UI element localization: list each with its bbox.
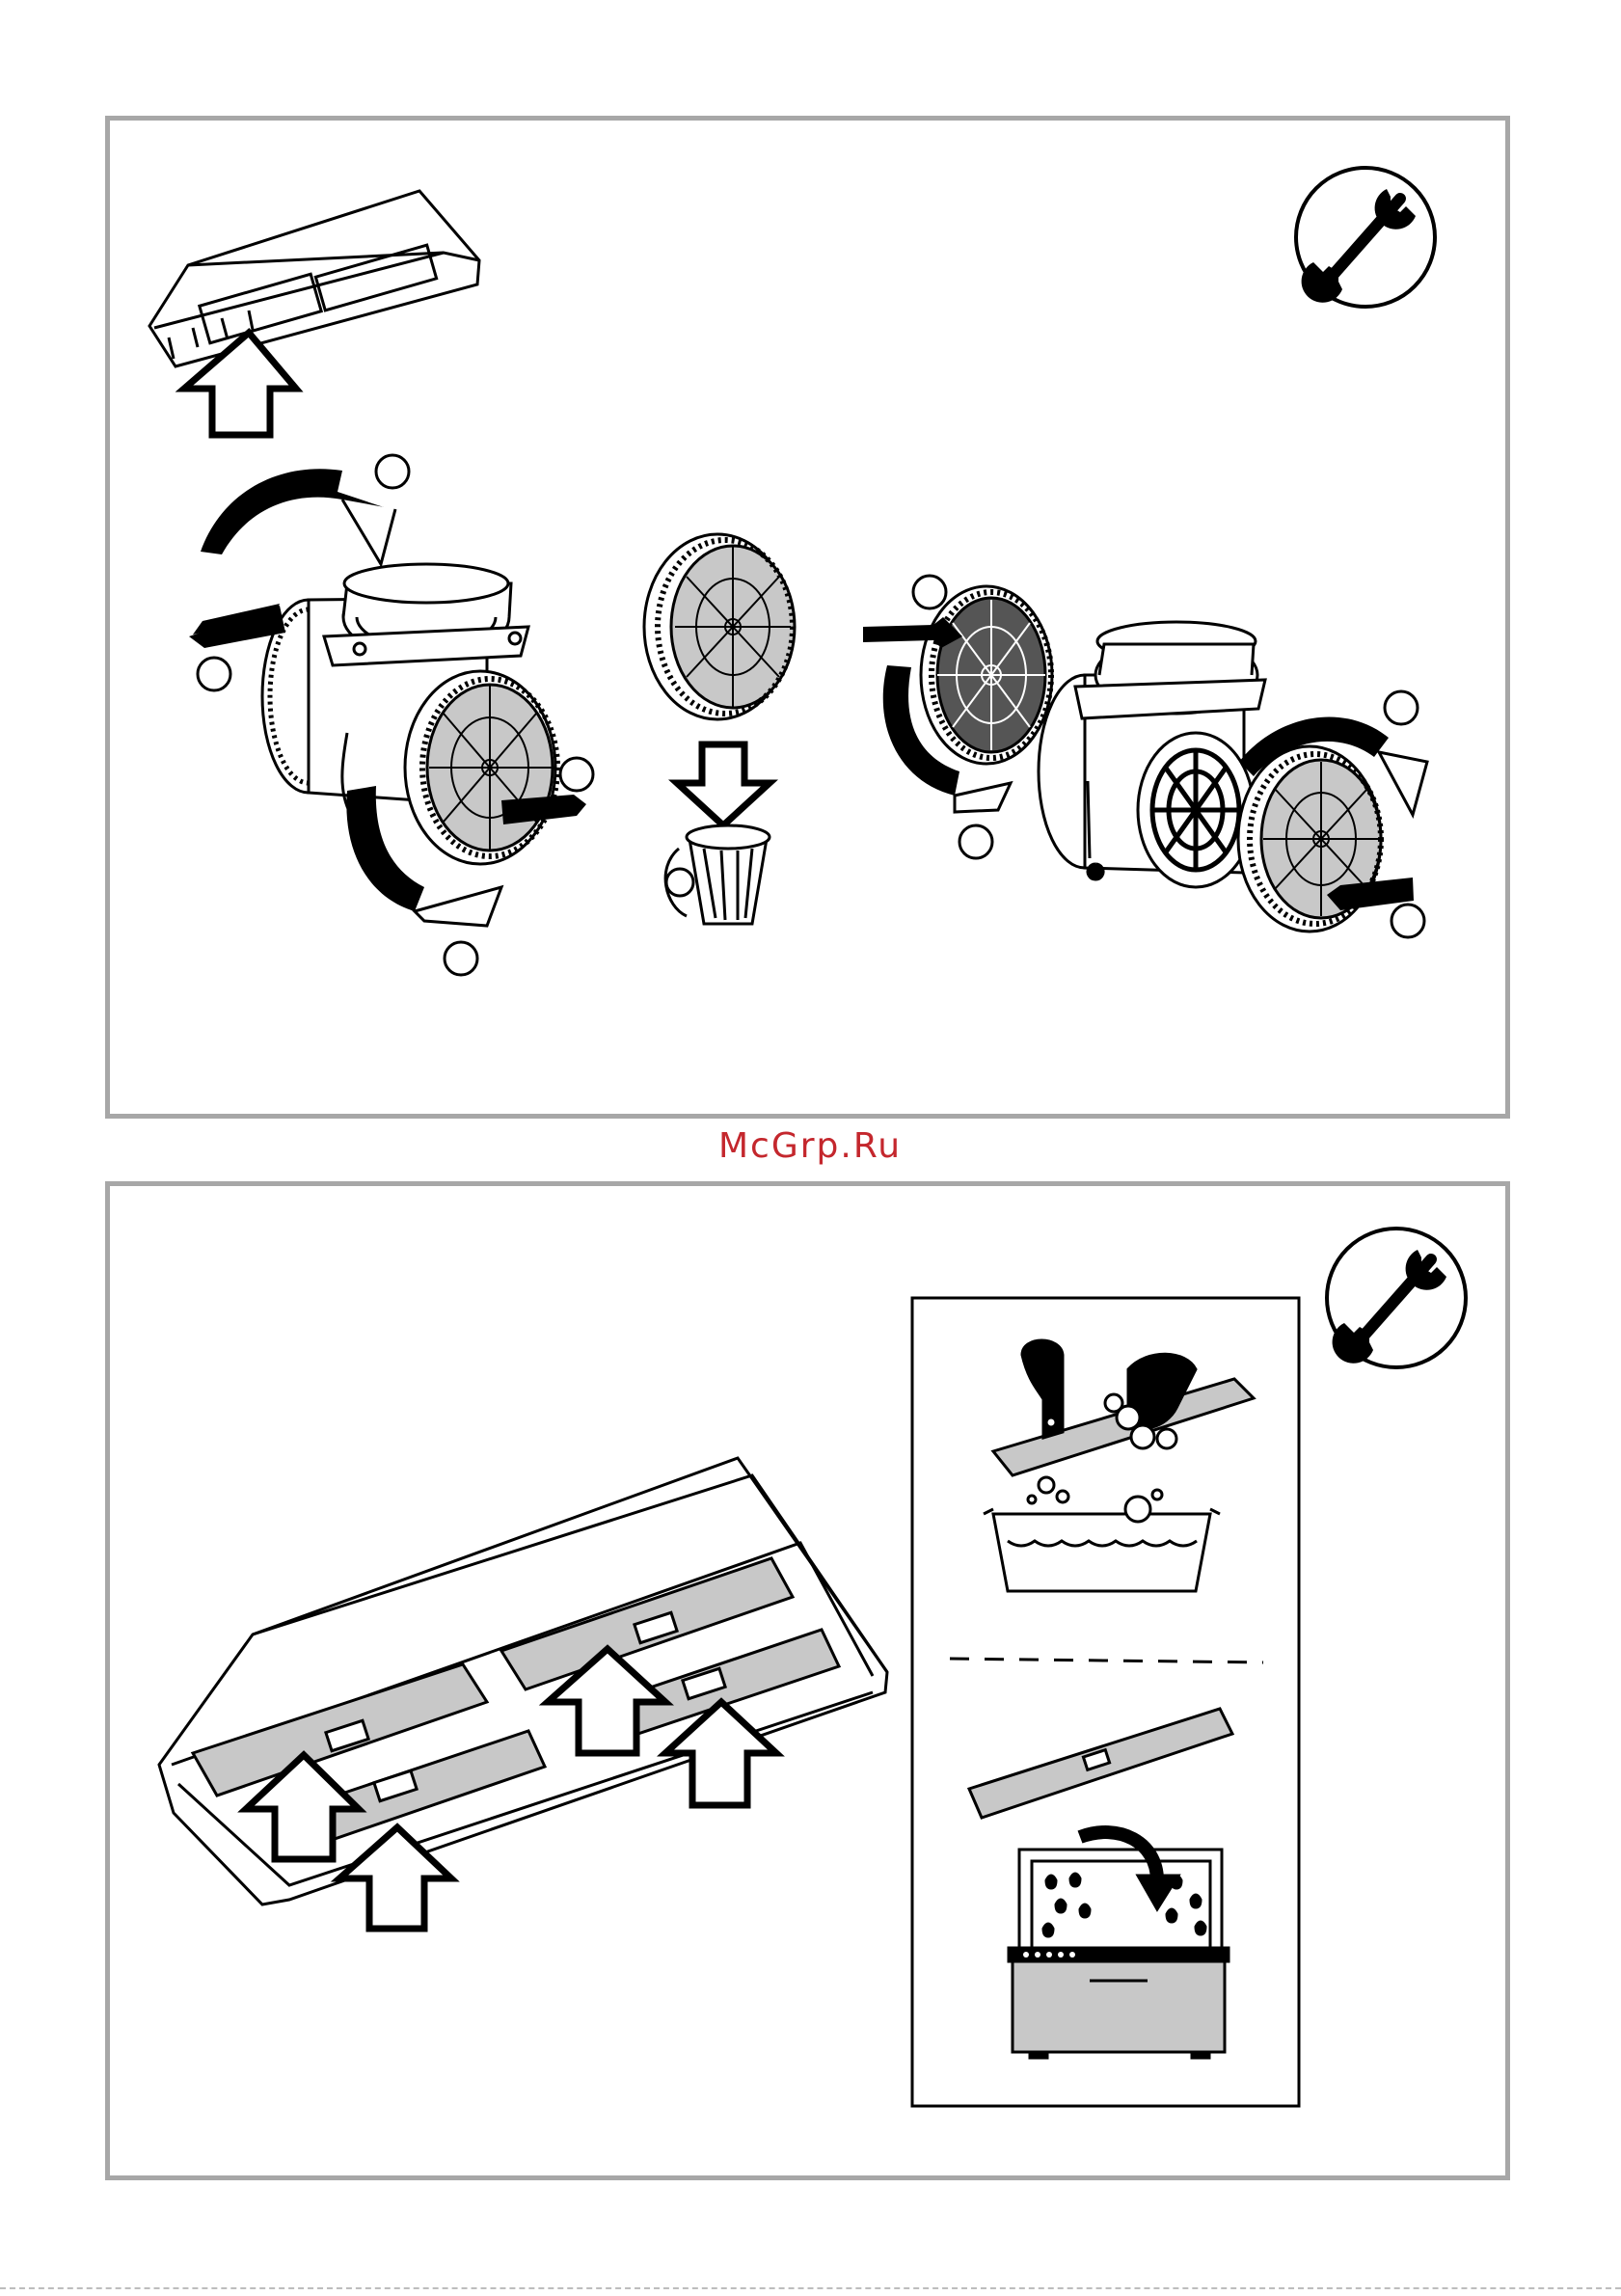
arrow-down-icon [677,744,770,825]
wrench-icon [1296,168,1435,307]
step-marker [560,758,593,791]
carbon-filter-illustration [644,534,795,719]
step-marker [1391,905,1424,937]
step-marker [1385,691,1418,724]
step-marker [959,825,992,858]
step-marker [376,455,409,488]
hood-large-illustration [159,1458,887,1904]
motor-right-illustration [921,586,1381,932]
trash-bin-icon [665,825,770,924]
hood-small-illustration [149,191,479,366]
arrow-right-icon [863,617,962,648]
rotate-arrow-icon [201,469,395,564]
wrench-icon [1327,1229,1466,1367]
step-marker [445,942,477,975]
step-marker [198,658,230,690]
page-edge [0,2287,1621,2289]
step-marker [913,576,946,608]
